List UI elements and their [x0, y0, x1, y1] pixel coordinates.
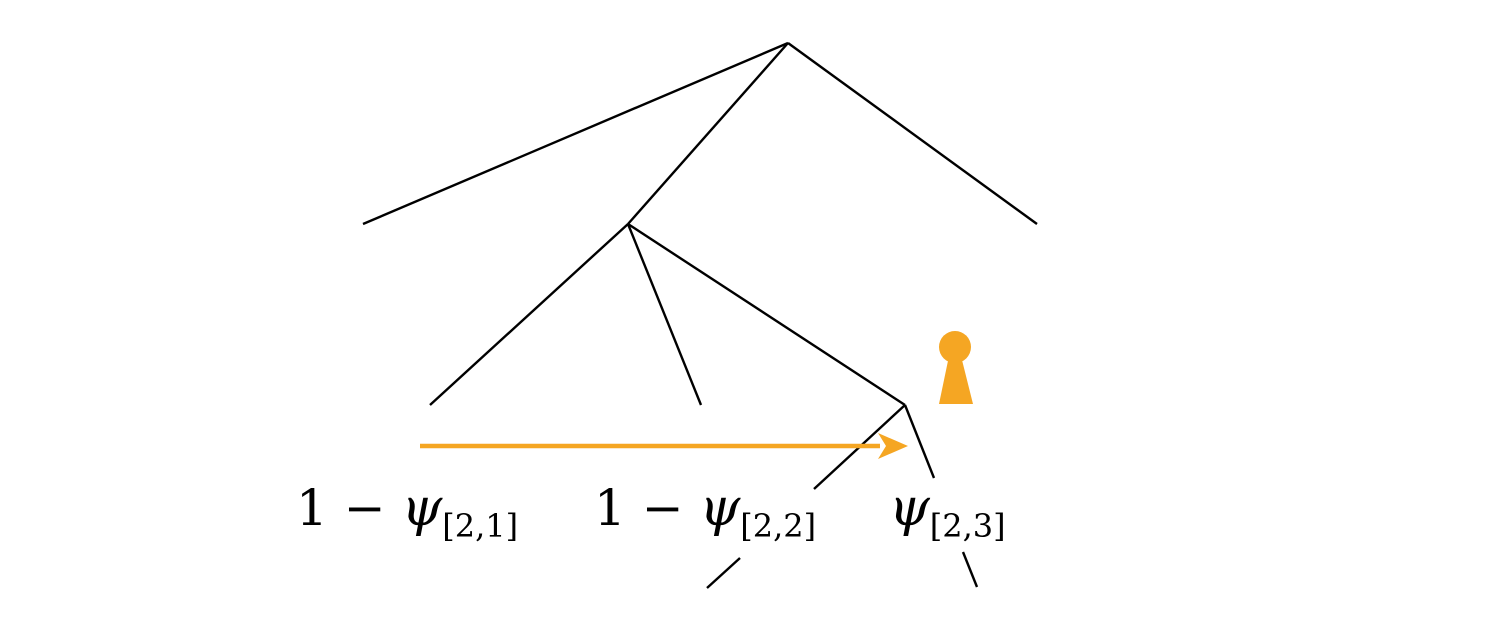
grandchild-edge-left-lower: [706, 557, 741, 589]
root-edge-right: [787, 42, 1038, 225]
label-2: 1 − ψ[2,2]: [594, 478, 816, 545]
grandchild-edge-right-upper: [903, 404, 936, 479]
root-edge-left: [362, 41, 789, 226]
child-edge-left: [429, 223, 629, 406]
root-edge-middle: [627, 42, 789, 225]
grandchild-edge-right-lower: [961, 551, 979, 588]
child-edge-middle: [626, 223, 703, 406]
child-edge-right: [627, 222, 906, 407]
transition-arrowhead: [878, 433, 908, 459]
label-1: 1 − ψ[2,1]: [296, 478, 518, 545]
pawn-icon: [939, 331, 973, 404]
label-3: ψ[2,3]: [889, 478, 1006, 545]
